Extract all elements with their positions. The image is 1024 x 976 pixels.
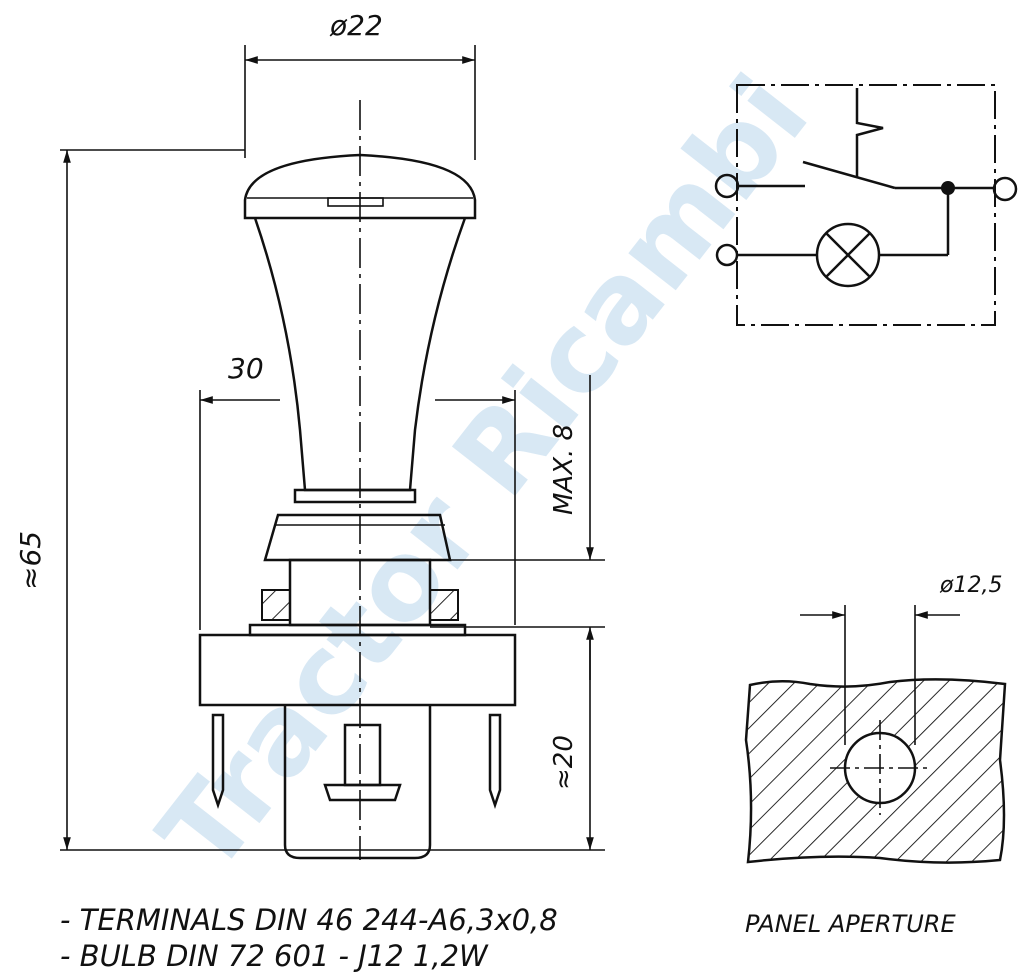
watermark: Tractor Ricambi — [135, 53, 833, 896]
panel-thickness-dimension: MAX. 8 — [430, 375, 605, 680]
circuit-diagram — [714, 84, 1018, 326]
panel-aperture-drawing: ø12,5 PANEL APERTURE — [744, 573, 1007, 938]
width-dimension: 30 — [199, 352, 516, 630]
svg-text:ø22: ø22 — [329, 9, 383, 42]
svg-text:ø12,5: ø12,5 — [939, 573, 1002, 598]
svg-text:MAX. 8: MAX. 8 — [549, 424, 579, 515]
note-terminals: - TERMINALS DIN 46 244-A6,3x0,8 — [60, 903, 558, 937]
overall-height-dimension: ≈65 — [14, 149, 245, 850]
panel-aperture-label: PANEL APERTURE — [745, 910, 956, 938]
svg-text:30: 30 — [228, 352, 264, 385]
note-bulb: - BULB DIN 72 601 - J12 1,2W — [60, 939, 489, 973]
svg-text:Tractor Ricambi: Tractor Ricambi — [135, 53, 833, 896]
svg-text:≈65: ≈65 — [14, 531, 47, 590]
switch-body — [198, 100, 517, 860]
notes: - TERMINALS DIN 46 244-A6,3x0,8 - BULB D… — [60, 903, 558, 973]
knob-diameter-dimension: ø22 — [244, 9, 476, 160]
lower-height-dimension: ≈20 — [60, 640, 605, 851]
svg-text:≈20: ≈20 — [549, 735, 579, 790]
